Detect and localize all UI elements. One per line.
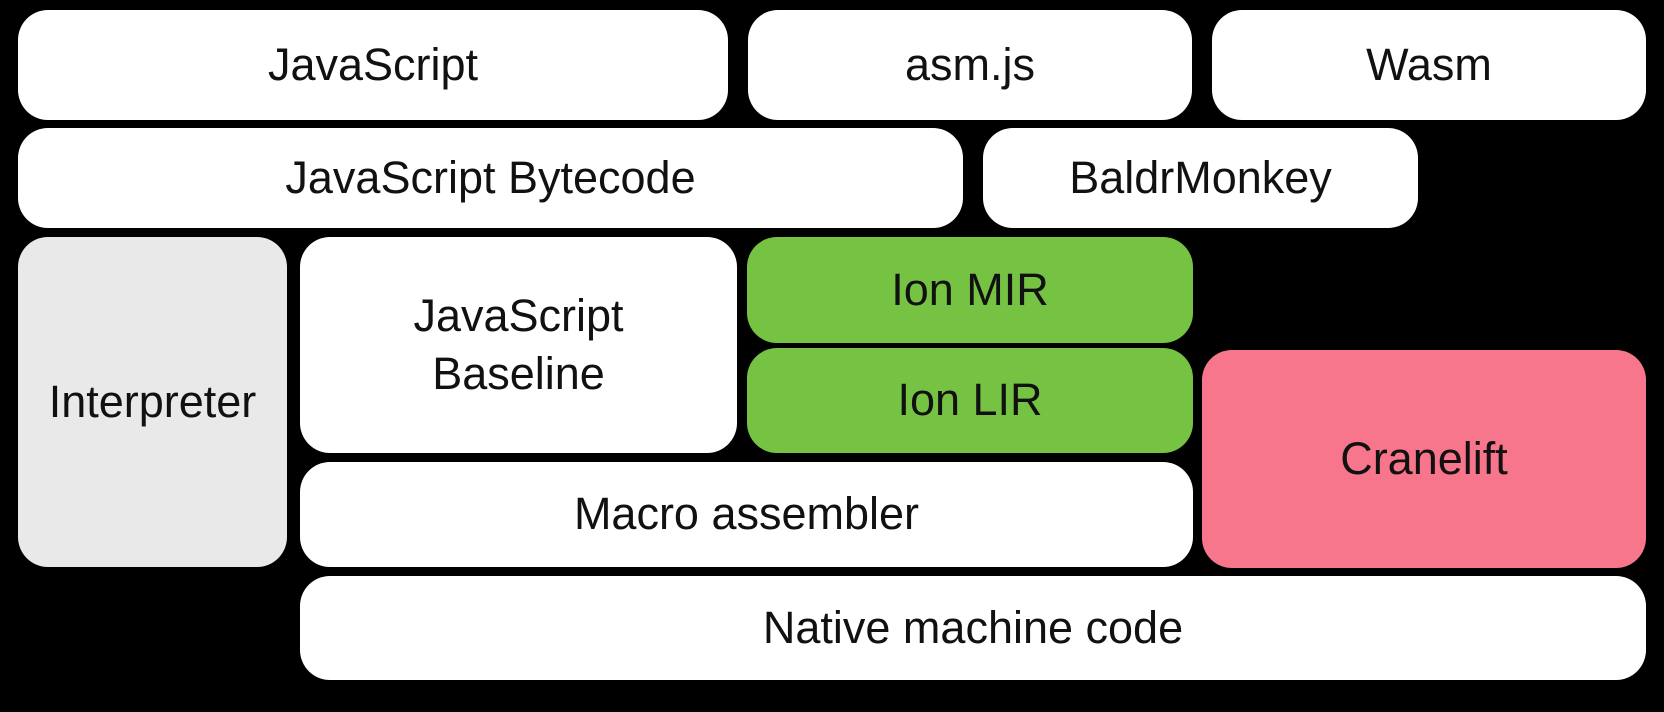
- javascript-bytecode-label: JavaScript Bytecode: [285, 151, 696, 203]
- javascript-baseline-box: JavaScript Baseline: [300, 237, 737, 453]
- javascript-baseline-label: JavaScript Baseline: [413, 289, 624, 400]
- macro-assembler-box: Macro assembler: [300, 462, 1193, 567]
- native-machine-code-label: Native machine code: [762, 601, 1184, 653]
- asmjs-box: asm.js: [748, 10, 1192, 120]
- ion-mir-box: Ion MIR: [747, 237, 1193, 343]
- baldrmonkey-label: BaldrMonkey: [1069, 151, 1332, 203]
- interpreter-box: Interpreter: [18, 237, 287, 567]
- javascript-box: JavaScript: [18, 10, 728, 120]
- macro-assembler-label: Macro assembler: [573, 488, 920, 540]
- cranelift-label: Cranelift: [1340, 432, 1508, 484]
- native-machine-code-box: Native machine code: [300, 576, 1646, 680]
- baldrmonkey-box: BaldrMonkey: [983, 128, 1418, 228]
- asmjs-label: asm.js: [904, 38, 1035, 90]
- ion-lir-box: Ion LIR: [747, 348, 1193, 453]
- javascript-label: JavaScript: [267, 38, 479, 90]
- ion-mir-label: Ion MIR: [891, 263, 1049, 315]
- javascript-bytecode-box: JavaScript Bytecode: [18, 128, 963, 228]
- wasm-box: Wasm: [1212, 10, 1646, 120]
- cranelift-box: Cranelift: [1202, 350, 1646, 568]
- wasm-label: Wasm: [1366, 38, 1492, 90]
- interpreter-label: Interpreter: [48, 375, 257, 427]
- ion-lir-label: Ion LIR: [897, 374, 1043, 426]
